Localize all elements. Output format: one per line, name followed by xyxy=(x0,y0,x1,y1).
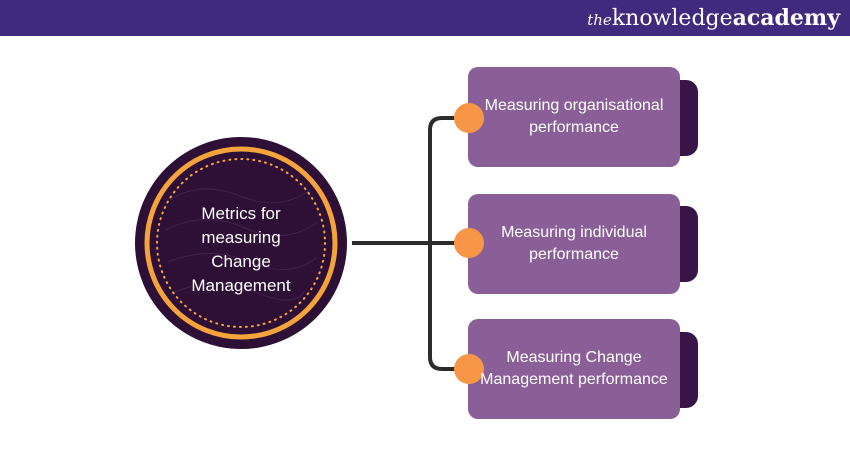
connector-dot-3 xyxy=(454,354,484,384)
brand-prefix: the xyxy=(587,11,612,29)
center-texture xyxy=(164,188,319,301)
brand-word-academy: academy xyxy=(732,5,840,31)
card-label-2: Measuring individual performance xyxy=(468,194,680,294)
brand-word-knowledge: knowledge xyxy=(611,6,733,31)
card-label-3: Measuring Change Management performance xyxy=(468,319,680,419)
card-3 xyxy=(468,319,680,419)
center-circle xyxy=(135,137,347,349)
brand-logo: theknowledgeacademy xyxy=(587,4,840,34)
card-1 xyxy=(468,67,680,167)
connector-dot-2 xyxy=(454,228,484,258)
center-ring xyxy=(144,146,338,340)
card-label-2-text: Measuring individual performance xyxy=(501,224,647,263)
header-bar: theknowledgeacademy xyxy=(0,0,850,36)
card-label-3-text: Measuring Change Management performance xyxy=(480,349,668,388)
center-label: Metrics for measuring Change Management xyxy=(191,204,291,295)
card-2 xyxy=(468,194,680,294)
center-dotted-ring xyxy=(156,158,326,328)
connector-dot-1 xyxy=(454,103,484,133)
card-label-1-text: Measuring organisational performance xyxy=(484,97,664,136)
card-label-1: Measuring organisational performance xyxy=(468,67,680,167)
